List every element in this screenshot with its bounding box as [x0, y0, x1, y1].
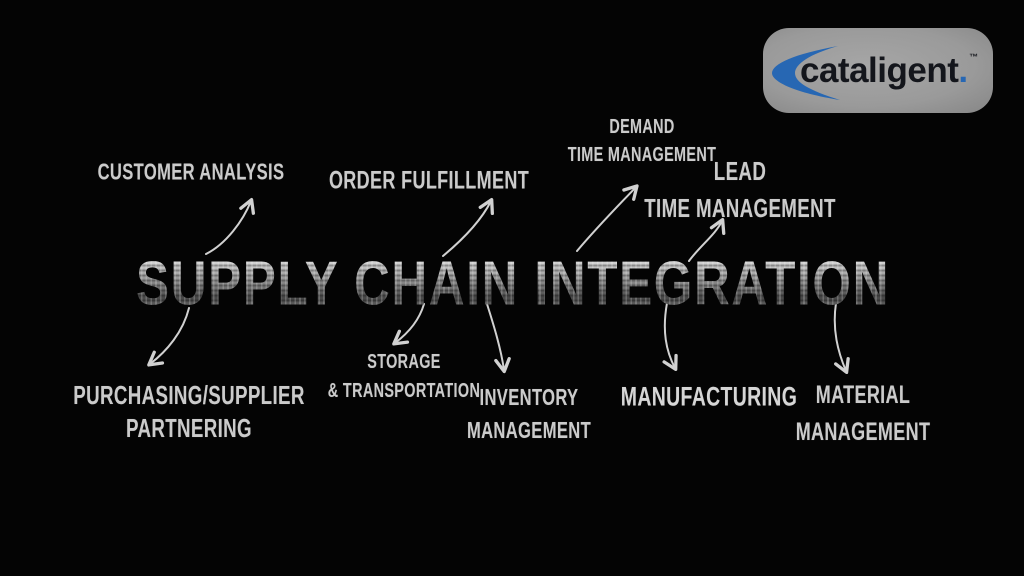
node-material-management: MATERIAL MANAGEMENT [796, 377, 931, 451]
cataligent-logo: cataligent.™ [763, 28, 993, 113]
node-order-fulfillment: ORDER FULFILLMENT [329, 167, 529, 196]
logo-wordmark: cataligent.™ [800, 28, 979, 113]
node-storage-transportation: STORAGE & TRANSPORTATION [328, 348, 480, 406]
node-label: & TRANSPORTATION [327, 380, 481, 402]
node-label: MANAGEMENT [466, 417, 592, 443]
node-manufacturing: MANUFACTURING [621, 382, 797, 413]
arrow-to-customer-analysis-icon [205, 197, 256, 255]
page-title-text: SUPPLY CHAIN INTEGRATION [135, 249, 891, 319]
node-demand-time-management: DEMAND TIME MANAGEMENT [568, 113, 717, 169]
node-purchasing-supplier-partnering: PURCHASING/SUPPLIER PARTNERING [73, 379, 305, 445]
node-label: MANUFACTURING [620, 381, 798, 412]
page-title: SUPPLY CHAIN INTEGRATION [135, 249, 891, 320]
arrow-to-demand-time-management-icon [576, 184, 639, 252]
node-label: TIME MANAGEMENT [644, 193, 836, 223]
node-lead-time-management: LEAD TIME MANAGEMENT [644, 153, 836, 227]
node-label: MANAGEMENT [795, 418, 931, 446]
node-customer-analysis: CUSTOMER ANALYSIS [98, 159, 285, 186]
node-label: MATERIAL [815, 381, 911, 409]
node-label: LEAD [713, 156, 767, 186]
node-label: PURCHASING/SUPPLIER [73, 380, 305, 410]
logo-dot: . [958, 50, 969, 90]
node-label: ORDER FULFILLMENT [328, 166, 530, 195]
node-label: TIME MANAGEMENT [567, 144, 717, 166]
node-label: PARTNERING [126, 413, 252, 443]
logo-crescent-swoosh-icon [772, 46, 840, 100]
logo-text: cataligent [800, 50, 959, 90]
logo-trademark: ™ [969, 51, 979, 62]
node-inventory-management: INVENTORY MANAGEMENT [467, 381, 591, 447]
node-label: DEMAND [609, 116, 675, 138]
node-label: INVENTORY [479, 384, 579, 410]
node-label: CUSTOMER ANALYSIS [97, 158, 285, 185]
node-label: STORAGE [367, 351, 441, 373]
